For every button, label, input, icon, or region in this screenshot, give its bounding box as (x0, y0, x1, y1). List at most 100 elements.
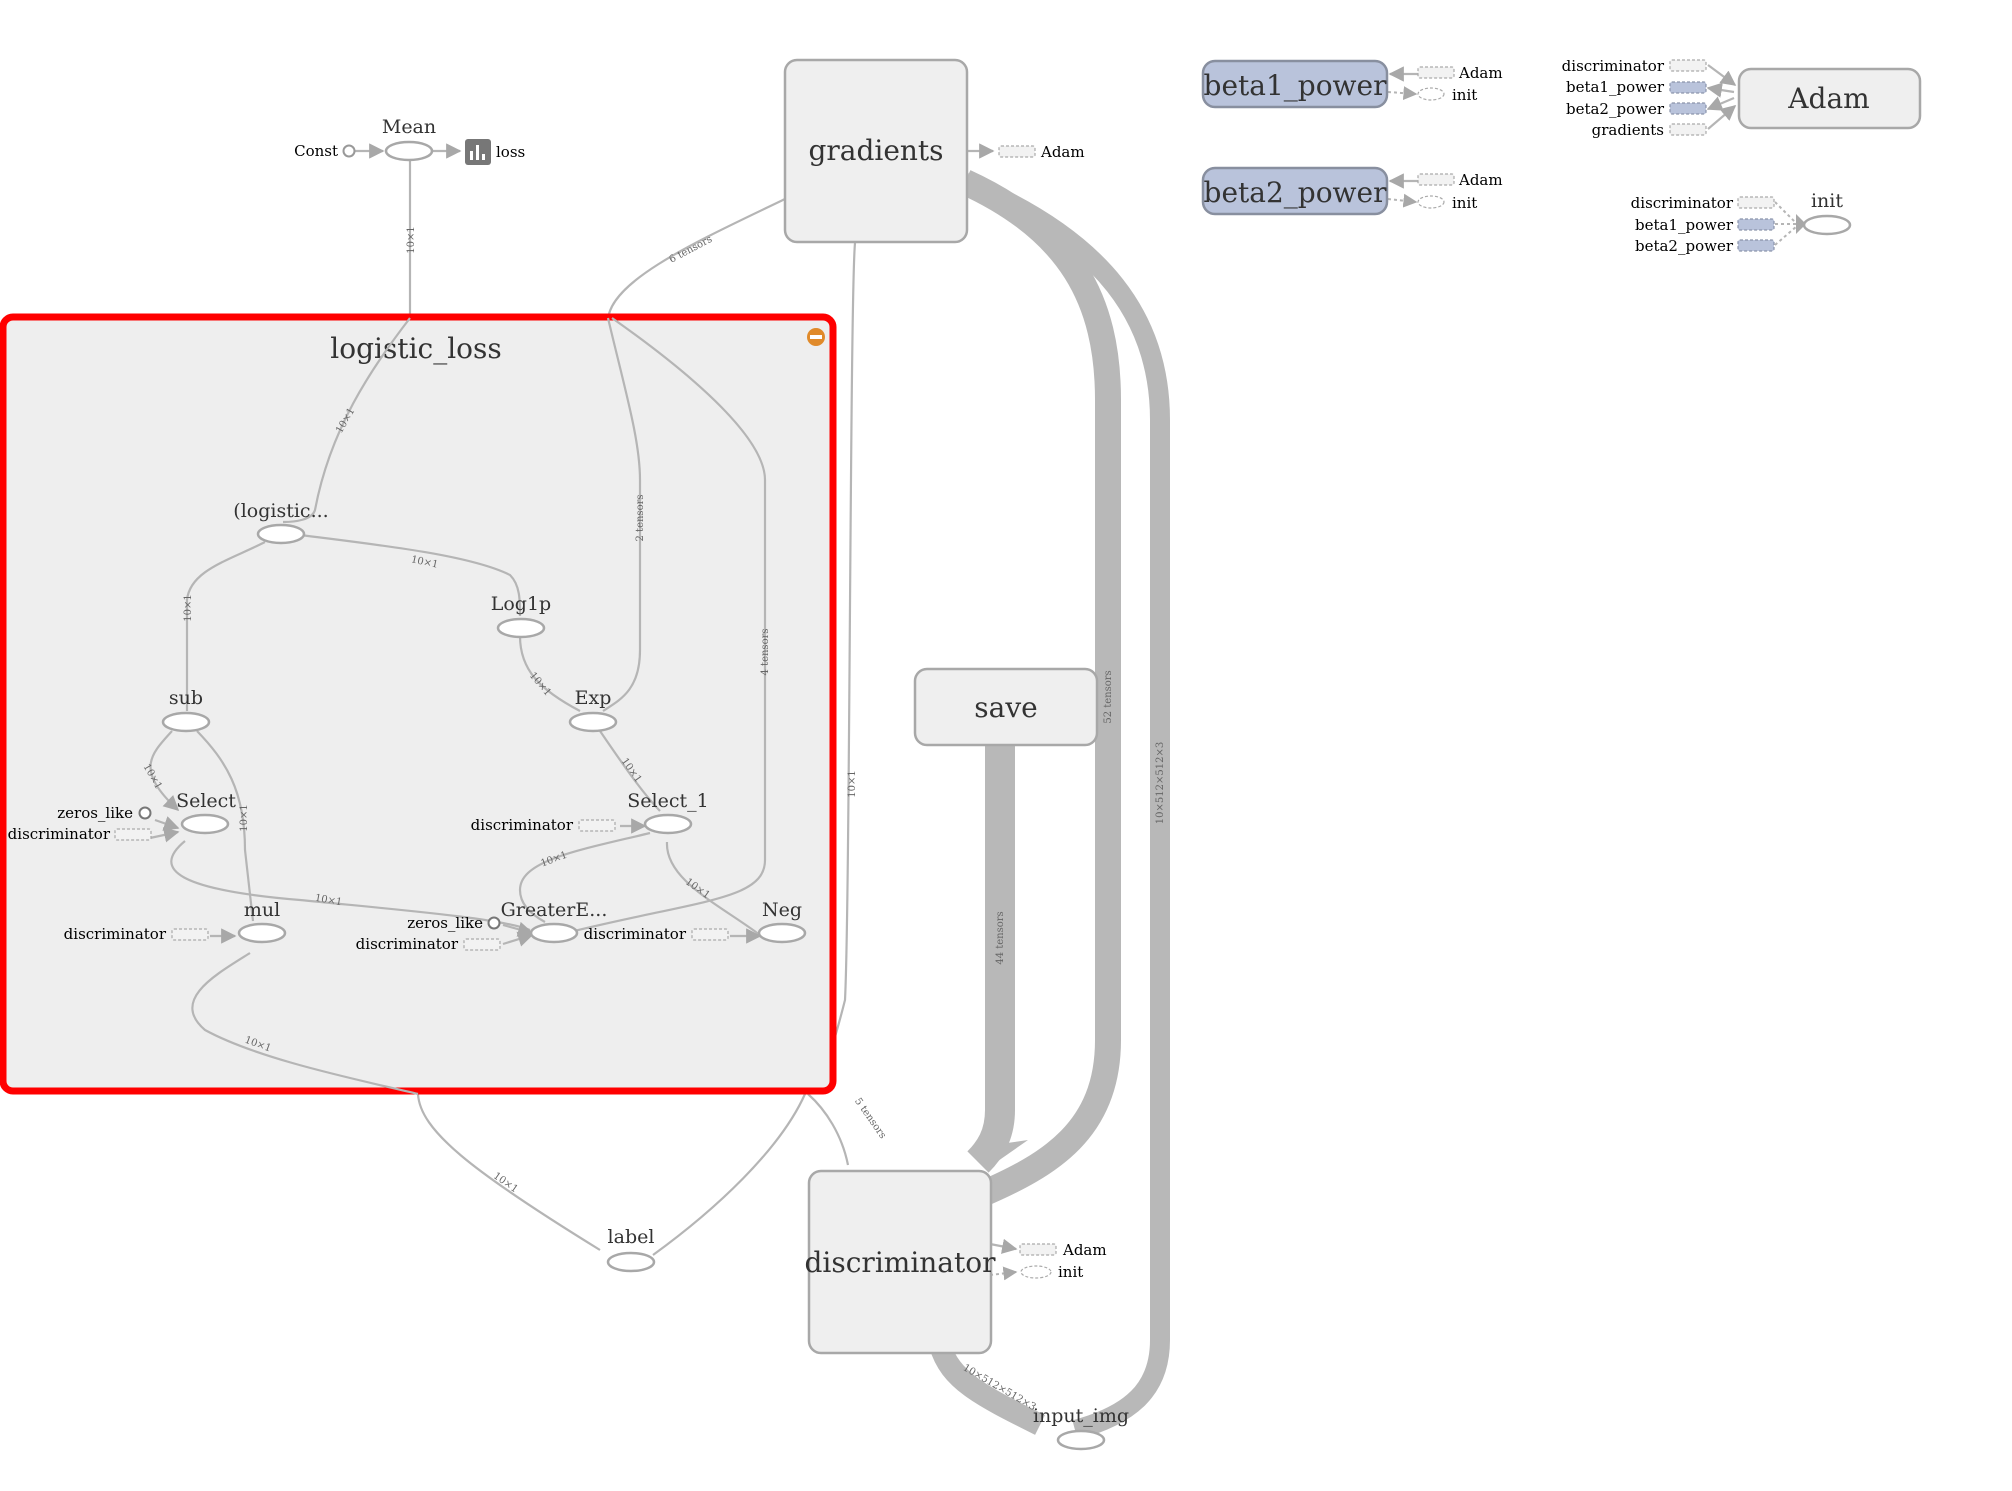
beta2-power-box[interactable] (1201, 166, 1389, 216)
save-label: save (974, 691, 1037, 724)
mean-op-node[interactable]: Mean (382, 116, 436, 162)
discriminator-group-node[interactable]: discriminator (805, 1169, 997, 1355)
beta2-power-label: beta2_power (1204, 176, 1388, 209)
beta1-power-node[interactable]: beta1_power (1201, 59, 1389, 109)
edge-zeros-select (154, 816, 180, 831)
adam-in-beta1-stub[interactable] (1669, 81, 1707, 94)
logistic-loss-group[interactable] (0, 313, 837, 1095)
edge-beta2-init (1387, 193, 1418, 208)
greater-disc-label: discriminator (356, 935, 459, 953)
adam-group-node[interactable]: Adam (1737, 67, 1922, 130)
beta1-adam-stub[interactable] (1417, 66, 1455, 79)
log1p-label: Log1p (491, 593, 551, 615)
init-op-node[interactable]: init (1802, 190, 1852, 236)
adam-in-disc-stub[interactable] (1669, 59, 1707, 72)
logistic-loss-title: logistic_loss (330, 332, 502, 365)
edge-label-select-greater: 10×1 (314, 893, 343, 909)
beta2-adam-label: Adam (1458, 171, 1503, 189)
beta1-adam-label: Adam (1458, 64, 1503, 82)
edge-label-up (652, 1093, 807, 1256)
select-1-disc-stub[interactable] (578, 819, 616, 832)
mul-op-node[interactable]: mul (237, 899, 287, 944)
log1p-ellipse[interactable] (496, 617, 546, 639)
mul-disc-stub[interactable] (171, 928, 209, 941)
select-1-label: Select_1 (627, 790, 708, 812)
select-ellipse[interactable] (180, 813, 230, 835)
init-in-disc-stub[interactable] (1737, 196, 1775, 209)
beta2-init-stub[interactable] (1417, 195, 1445, 209)
init-arrowhead (1796, 214, 1806, 234)
discriminator-box[interactable] (807, 1169, 993, 1355)
input-img-op-node[interactable]: input_img (1033, 1405, 1129, 1451)
beta2-power-node[interactable]: beta2_power (1201, 166, 1389, 216)
select-1-op-node[interactable]: Select_1 (627, 790, 709, 835)
select-disc-stub[interactable] (114, 828, 152, 841)
input-img-ellipse[interactable] (1056, 1429, 1106, 1451)
collapse-button[interactable] (807, 328, 825, 346)
edge-sub-select (149, 730, 180, 812)
init-in-beta2-stub[interactable] (1737, 239, 1775, 252)
input-img-label: input_img (1033, 1405, 1129, 1427)
gradients-adam-label: Adam (1040, 143, 1085, 161)
log1p-op-node[interactable]: Log1p (491, 593, 551, 639)
label-op-node[interactable]: label (606, 1226, 656, 1273)
init-label: init (1811, 190, 1843, 212)
edge-disc-init (989, 1266, 1018, 1281)
sub-label: sub (169, 687, 203, 709)
gradients-group-node[interactable]: gradients (783, 58, 969, 244)
edge-inner-top (282, 317, 411, 524)
exp-label: Exp (575, 687, 612, 709)
exp-ellipse[interactable] (568, 711, 618, 733)
logistic-op-node[interactable]: (logistic... (233, 500, 329, 545)
mul-ellipse[interactable] (237, 922, 287, 944)
mean-ellipse[interactable] (384, 140, 434, 162)
select-disc-label: discriminator (8, 825, 111, 843)
select-1-ellipse[interactable] (643, 813, 693, 835)
gradients-label: gradients (808, 134, 943, 167)
const-icon[interactable] (342, 144, 356, 158)
init-in-disc-label: discriminator (1631, 194, 1734, 212)
adam-in-disc-label: discriminator (1562, 57, 1665, 75)
adam-in-gradients-label: gradients (1592, 121, 1664, 139)
edge-adam-in-gradients (1707, 105, 1737, 130)
loss-label: loss (496, 143, 525, 161)
sub-op-node[interactable]: sub (161, 687, 211, 733)
greater-op-node[interactable]: GreaterE... (501, 899, 608, 944)
greater-disc-stub[interactable] (463, 938, 501, 951)
init-in-beta1-stub[interactable] (1737, 218, 1775, 231)
greater-ellipse[interactable] (529, 922, 579, 944)
gradients-box[interactable] (783, 58, 969, 244)
beta2-adam-stub[interactable] (1417, 173, 1455, 186)
neg-disc-label: discriminator (584, 925, 687, 943)
select-zeros-icon[interactable] (138, 806, 152, 820)
neg-disc-stub[interactable] (691, 928, 729, 941)
neg-ellipse[interactable] (757, 922, 807, 944)
select-1-disc-label: discriminator (471, 816, 574, 834)
loss-summary-node[interactable]: loss (465, 139, 525, 165)
adam-in-beta2-stub[interactable] (1669, 102, 1707, 115)
init-ellipse[interactable] (1802, 214, 1852, 236)
greater-zeros-icon[interactable] (487, 916, 501, 930)
edge-init-in-disc (1774, 201, 1798, 225)
disc-init-stub[interactable] (1020, 1265, 1052, 1279)
gradients-adam-stub[interactable] (998, 145, 1036, 158)
sub-ellipse[interactable] (161, 711, 211, 733)
edge-gradients-6 (606, 198, 786, 321)
init-in-beta1-label: beta1_power (1635, 216, 1734, 234)
select-op-node[interactable]: Select (176, 790, 236, 835)
edge-disc-select (149, 827, 180, 843)
edge-label-grad-6: 6 tensors (668, 234, 715, 266)
beta1-init-stub[interactable] (1417, 87, 1445, 101)
save-group-node[interactable]: save (913, 667, 1099, 747)
edge-select1-neg (665, 841, 761, 936)
beta1-power-box[interactable] (1201, 59, 1389, 109)
neg-op-node[interactable]: Neg (757, 899, 807, 944)
adam-in-gradients-stub[interactable] (1669, 123, 1707, 136)
logistic-ellipse[interactable] (256, 523, 306, 545)
label-ellipse[interactable] (606, 1251, 656, 1273)
save-box[interactable] (913, 667, 1099, 747)
disc-adam-stub[interactable] (1019, 1243, 1057, 1256)
exp-op-node[interactable]: Exp (568, 687, 618, 733)
const-label: Const (294, 142, 338, 160)
adam-box[interactable] (1737, 67, 1922, 130)
